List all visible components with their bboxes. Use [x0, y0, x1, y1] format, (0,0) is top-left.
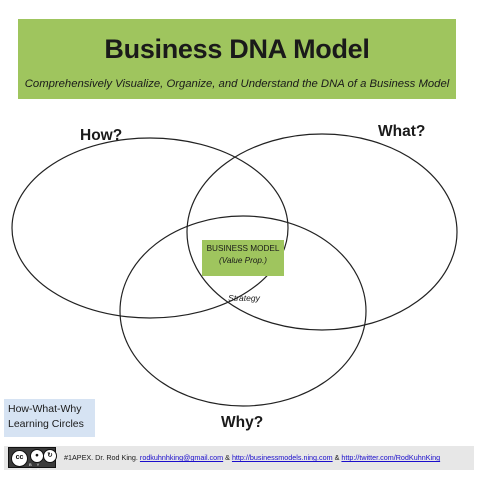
- separator: &: [225, 453, 230, 462]
- author-credit: #1APEX. Dr. Rod King.: [64, 453, 138, 462]
- what-label: What?: [378, 123, 426, 140]
- share-alike-icon: ↻: [43, 449, 57, 463]
- cc-tags: BY SA: [29, 462, 55, 472]
- value-prop-label: (Value Prop.): [219, 255, 267, 265]
- how-label: How?: [80, 127, 123, 144]
- footer-credits: #1APEX. Dr. Rod King. rodkuhnhking@gmail…: [64, 453, 440, 462]
- cc-by-text: BY: [29, 462, 45, 467]
- cc-sa-text: SA: [29, 467, 45, 472]
- learning-line-2: Learning Circles: [8, 418, 84, 430]
- learning-line-1: How-What-Why: [8, 403, 82, 415]
- business-model-label: BUSINESS MODEL: [206, 244, 280, 253]
- business-model-box: BUSINESS MODEL (Value Prop.): [202, 240, 284, 276]
- page-title: Business DNA Model: [104, 34, 370, 64]
- footer-bar: cc ● ↻ BY SA #1APEX. Dr. Rod King. rodku…: [4, 446, 474, 472]
- how-circle: [11, 137, 289, 319]
- email-link[interactable]: rodkuhnhking@gmail.com: [139, 453, 224, 462]
- separator: &: [334, 453, 340, 462]
- cc-logo-icon: cc: [11, 450, 28, 467]
- strategy-label: Strategy: [228, 293, 260, 303]
- creative-commons-icon[interactable]: cc ● ↻ BY SA: [8, 447, 57, 472]
- why-label: Why?: [221, 414, 264, 431]
- page-subtitle: Comprehensively Visualize, Organize, and…: [24, 78, 450, 90]
- why-circle: [119, 215, 367, 407]
- learning-circles-box: How-What-Why Learning Circles: [4, 399, 95, 437]
- twitter-link[interactable]: http://twitter.com/RodKuhnKing: [341, 453, 441, 462]
- title-banner: Business DNA Model Comprehensively Visua…: [18, 19, 456, 99]
- ning-link[interactable]: http://businessmodels.ning.com: [231, 453, 333, 462]
- attribution-icon: ●: [30, 449, 44, 463]
- what-circle: [186, 133, 458, 331]
